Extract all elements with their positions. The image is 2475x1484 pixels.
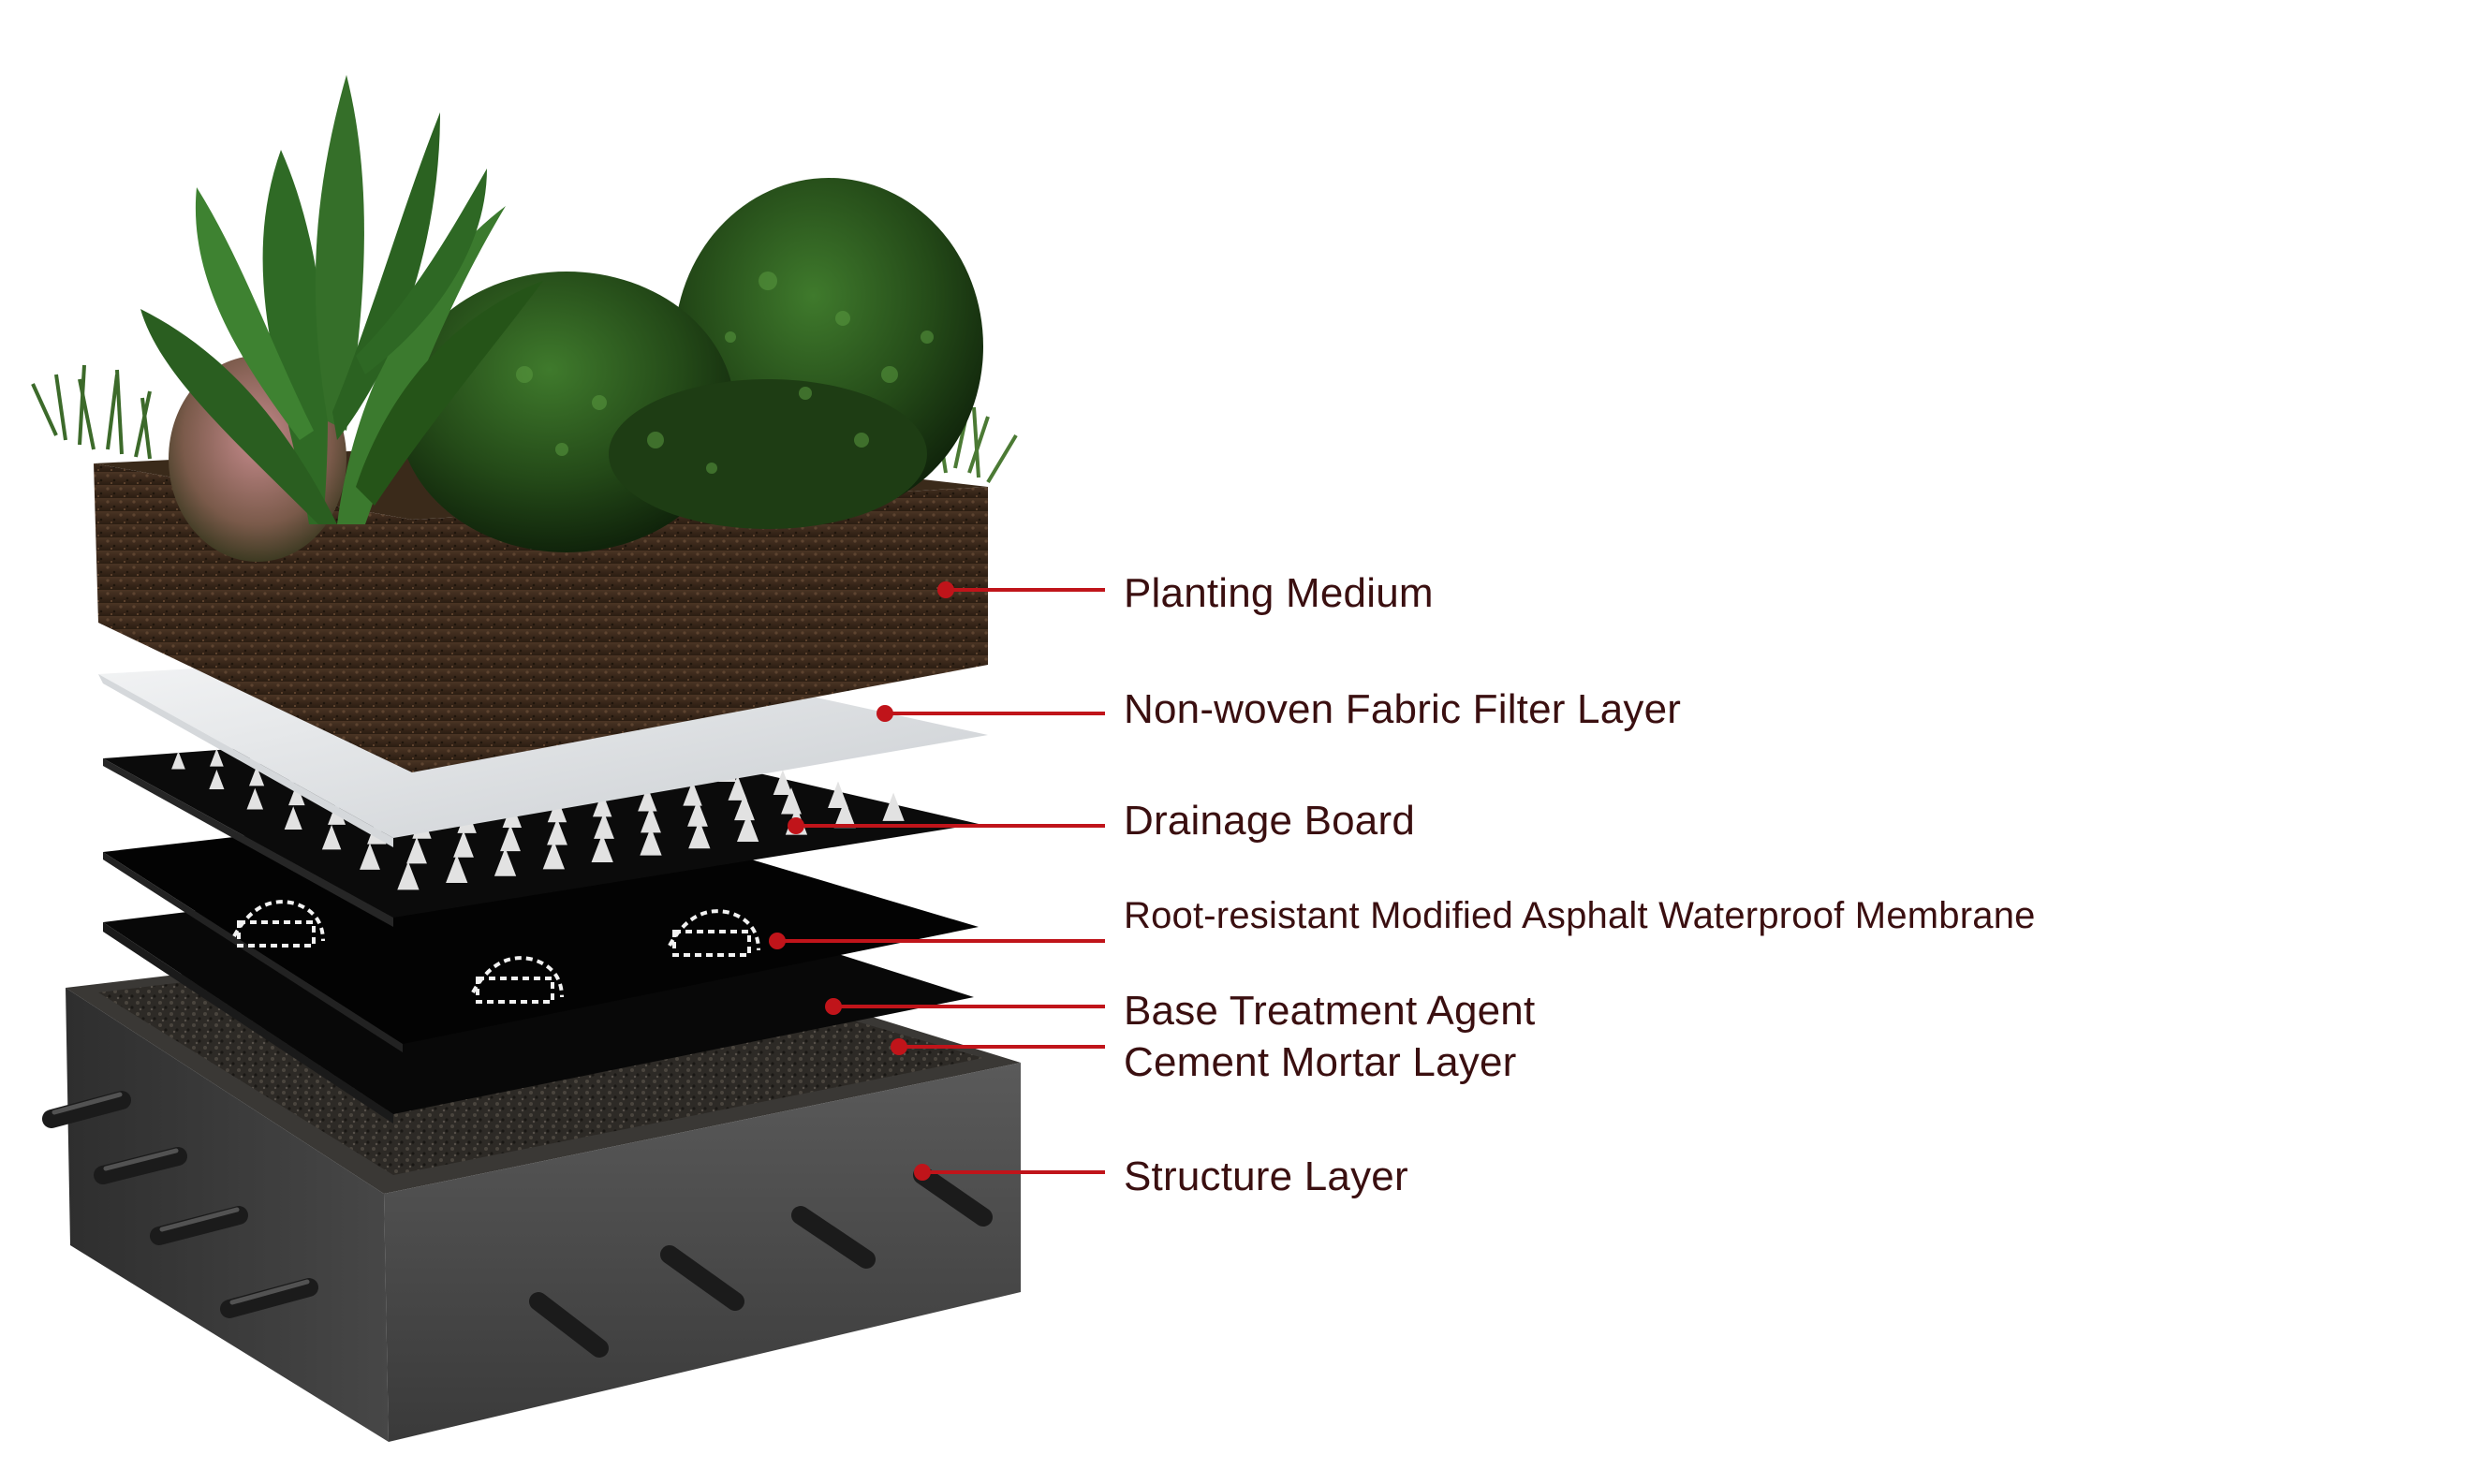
drainage-stud <box>397 861 420 890</box>
leader-cement-mortar <box>891 1038 1105 1055</box>
drainage-stud <box>542 841 566 870</box>
drainage-stud <box>833 799 856 829</box>
drainage-stud <box>406 836 427 864</box>
leader-structure <box>914 1164 1105 1181</box>
soil-front-face <box>412 487 988 772</box>
drainage-stud <box>446 854 468 884</box>
grass-left <box>31 364 152 460</box>
membrane-logo-group <box>232 900 760 1004</box>
drainage-stud <box>494 847 517 876</box>
drainage-stud <box>638 786 657 812</box>
drainage-stud <box>734 793 755 821</box>
drainage-stud <box>288 784 305 806</box>
structure-front-face <box>384 1063 1021 1442</box>
drainage-stud <box>594 812 614 839</box>
leader-planting-medium <box>937 581 1105 598</box>
drainage-stud <box>210 748 224 767</box>
drainage-stud <box>360 843 380 870</box>
drainage-stud <box>171 751 185 770</box>
leader-nonwoven-filter <box>877 705 1105 722</box>
drainage-stud <box>882 792 905 821</box>
drainage-stud <box>547 818 567 845</box>
leader-drainage-board <box>788 817 1105 834</box>
drainage-stud <box>728 775 747 801</box>
drainage-stud <box>683 781 702 806</box>
leader-base-treatment <box>825 998 1105 1015</box>
drainage-stud <box>547 797 567 823</box>
leader-lines <box>769 581 1105 1181</box>
bush-texture <box>516 272 934 474</box>
drainage-stud <box>246 787 264 810</box>
drainage-stud <box>453 830 474 858</box>
vegetation <box>31 75 1018 562</box>
leader-membrane <box>769 933 1105 949</box>
drainage-stud <box>209 770 225 789</box>
drainage-stud <box>736 813 759 842</box>
drainage-stud <box>687 800 708 827</box>
rebar-group <box>42 1091 993 1358</box>
drainage-stud <box>640 827 662 856</box>
drainage-stud <box>284 806 302 830</box>
soil-left-face <box>94 463 412 772</box>
tall-leafy-plant <box>140 75 543 524</box>
drainage-stud <box>500 824 521 852</box>
drainage-stud <box>688 820 711 849</box>
drainage-stud <box>828 781 848 808</box>
bush-front-right <box>609 379 927 529</box>
drainage-stud <box>249 766 265 786</box>
drainage-stud <box>641 805 661 833</box>
drainage-stud <box>591 833 613 862</box>
drainage-stud <box>592 791 612 817</box>
drainage-stud <box>773 770 793 795</box>
grass-right <box>935 402 1018 484</box>
drainage-stud <box>321 824 342 850</box>
